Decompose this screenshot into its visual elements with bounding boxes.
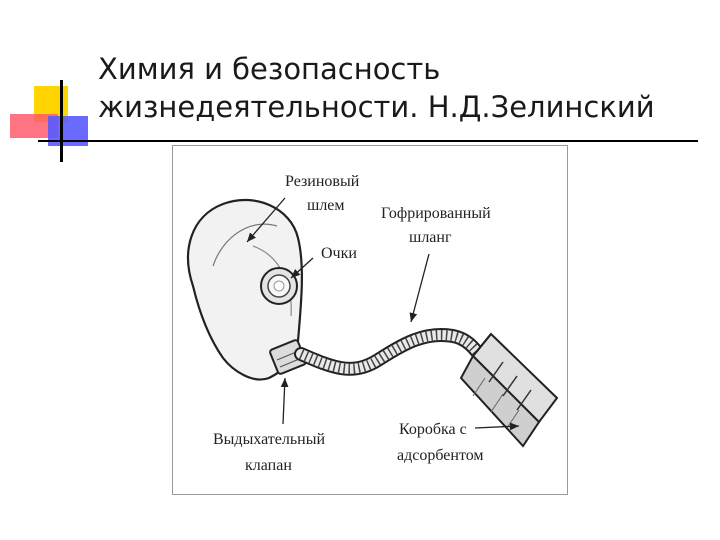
corrugated-hose xyxy=(294,328,498,376)
slide-title: Химия и безопасность жизнедеятельности. … xyxy=(98,50,708,126)
title-underline xyxy=(38,140,698,142)
rubber-helmet xyxy=(186,199,303,381)
goggles xyxy=(260,267,298,305)
label-exhalation-valve-1: Выдыхательный xyxy=(213,431,325,448)
accent-vertical-line xyxy=(60,80,63,162)
valve-leader-line xyxy=(280,377,289,425)
goggles-leader-line xyxy=(290,257,314,279)
label-adsorbent-box-2: адсорбентом xyxy=(397,447,484,464)
label-rubber-helmet-2: шлем xyxy=(307,197,345,214)
label-exhalation-valve-2: клапан xyxy=(245,457,292,474)
label-adsorbent-box-1: Коробка с xyxy=(399,421,467,438)
slide-title-line-1: Химия и безопасность xyxy=(98,52,441,86)
slide-title-line-2: жизнедеятельности. Н.Д.Зелинский xyxy=(98,90,655,124)
hose-leader-line xyxy=(409,253,430,323)
gas-mask-illustration: Резиновый шлем Очки Гофрированный шланг … xyxy=(186,173,559,474)
helmet-leader-line xyxy=(246,197,286,243)
label-corrugated-hose-2: шланг xyxy=(409,229,452,246)
gas-mask-diagram: Резиновый шлем Очки Гофрированный шланг … xyxy=(172,145,568,495)
label-goggles: Очки xyxy=(321,245,357,262)
adsorbent-canister xyxy=(459,332,559,448)
box-leader-line xyxy=(474,422,520,431)
label-corrugated-hose-1: Гофрированный xyxy=(381,205,491,222)
label-rubber-helmet-1: Резиновый xyxy=(285,173,360,190)
